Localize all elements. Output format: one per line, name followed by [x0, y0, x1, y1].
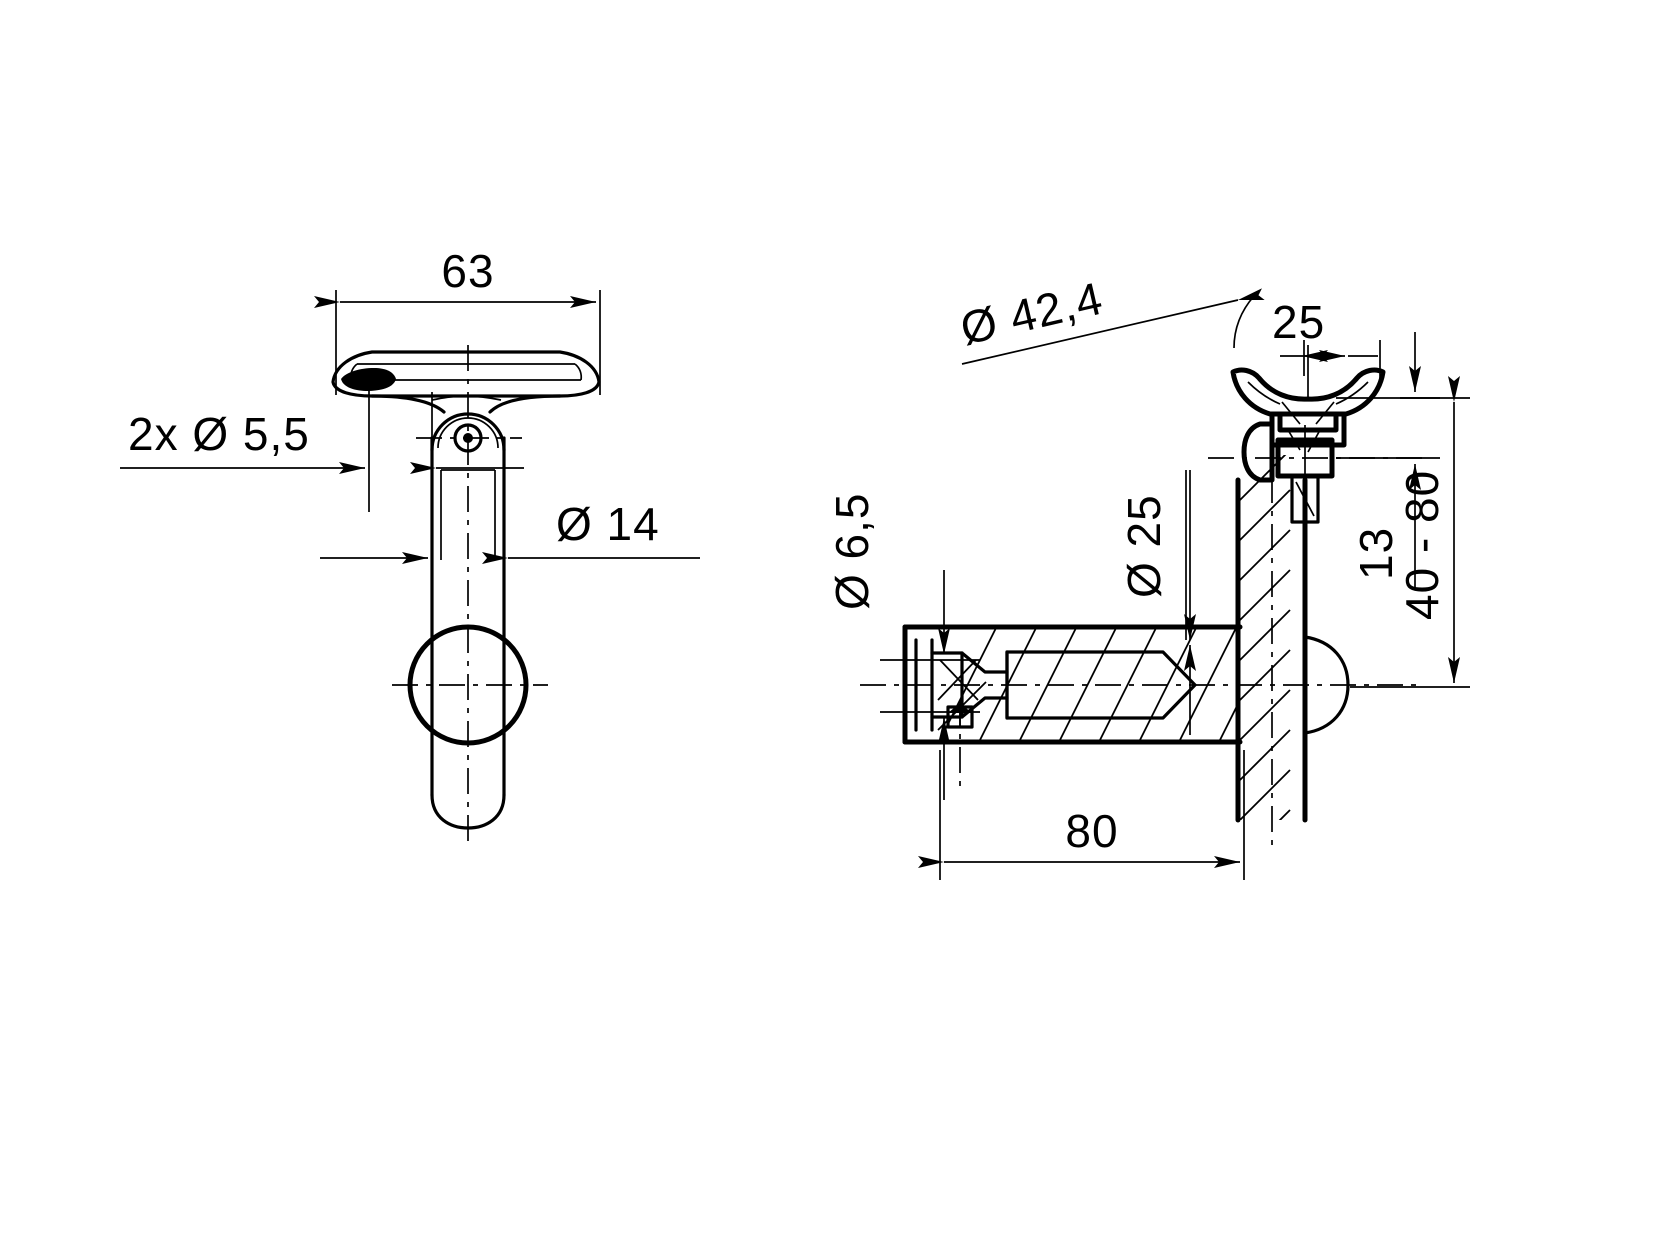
side-view-group: Ø 42,4 25 — [826, 272, 1470, 880]
dimension-label-42-4: Ø 42,4 — [956, 272, 1108, 355]
dimension-80: 80 — [918, 750, 1245, 880]
dimension-42-4: Ø 42,4 — [956, 272, 1265, 365]
dimension-40-80: 40 - 80 — [1350, 376, 1470, 688]
dimension-label-25-top: 25 — [1272, 296, 1325, 348]
dimension-label-25-bore: Ø 25 — [1118, 494, 1170, 598]
dimension-label-80: 80 — [1065, 805, 1118, 857]
dimension-2x-5-5: 2x Ø 5,5 — [120, 388, 524, 512]
ball-joint-front — [392, 624, 548, 746]
dimension-label-2x-5-5: 2x Ø 5,5 — [128, 408, 310, 460]
dimension-13: 13 — [1336, 332, 1440, 590]
post-side — [1235, 430, 1350, 845]
dimension-label-6-5: Ø 6,5 — [826, 492, 878, 610]
arm-side-section — [860, 624, 1420, 790]
dimension-14: Ø 14 — [320, 498, 700, 564]
arm-section-hatch — [929, 627, 1240, 742]
dimension-label-13: 13 — [1350, 527, 1402, 580]
front-view-group: 63 — [120, 245, 700, 842]
dimension-25-top: 25 — [1272, 296, 1381, 380]
saddle-cap-side — [1230, 345, 1386, 433]
dimension-label-14: Ø 14 — [556, 498, 660, 550]
dimension-63: 63 — [314, 245, 601, 395]
dimension-label-40-80: 40 - 80 — [1396, 470, 1448, 620]
dimension-25-bore: Ø 25 — [1118, 470, 1196, 735]
arm-front — [430, 345, 506, 842]
saddle-cap-front — [331, 350, 601, 414]
dimension-6-5: Ø 6,5 — [826, 492, 980, 800]
dimension-label-63: 63 — [441, 245, 494, 297]
